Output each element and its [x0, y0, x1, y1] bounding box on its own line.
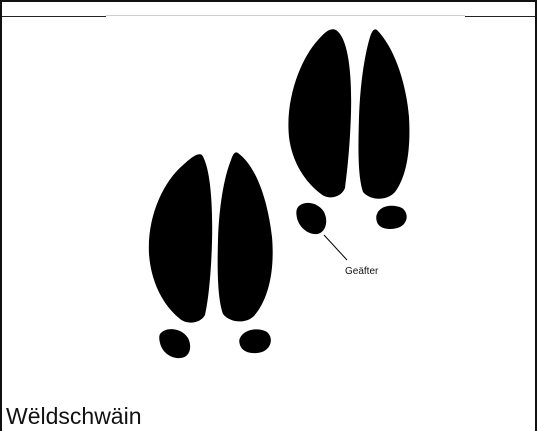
hoof-prints-illustration: Geäfter: [2, 2, 537, 392]
lower-right-toe: [218, 152, 273, 321]
upper-left-dewclaw: [296, 203, 326, 234]
upper-right-toe: [358, 29, 409, 198]
lower-print: [149, 152, 273, 358]
upper-left-toe: [288, 29, 351, 197]
species-caption: Wëldschwäin: [6, 401, 142, 431]
callout-leader-line: [324, 235, 347, 260]
lower-left-dewclaw: [159, 329, 190, 358]
upper-print: [288, 29, 409, 234]
lower-right-dewclaw: [239, 329, 271, 353]
callout-label: Geäfter: [345, 266, 379, 277]
lower-left-toe: [149, 154, 212, 322]
upper-right-dewclaw: [376, 206, 406, 229]
